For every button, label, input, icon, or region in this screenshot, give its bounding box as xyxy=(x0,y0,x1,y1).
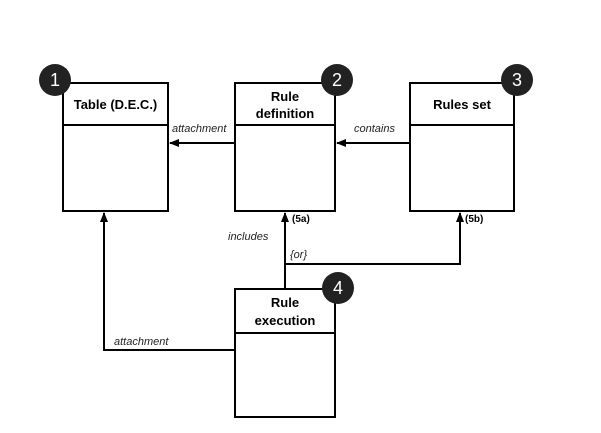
attachment-bottom-arrow xyxy=(100,212,235,351)
badge-3: 3 xyxy=(501,64,533,96)
badge-2: 2 xyxy=(321,64,353,96)
badge-1-number: 1 xyxy=(50,70,60,90)
badge-1-circle xyxy=(39,64,71,96)
badge-1: 1 xyxy=(39,64,71,96)
table-box: Table (D.E.C.) xyxy=(62,82,169,212)
tag-5a: (5a) xyxy=(292,214,310,225)
attachment-bottom-connector: attachment xyxy=(100,212,235,351)
table-box-frame xyxy=(62,82,169,212)
rule-execution-title-line1: Rule xyxy=(271,295,299,310)
rule-definition-title-line1: Rule xyxy=(271,89,299,104)
tag-5b: (5b) xyxy=(465,214,483,225)
or-label: {or} xyxy=(290,249,307,261)
rule-execution-title-line2: execution xyxy=(255,313,316,328)
rules-set-box: Rules set xyxy=(409,82,515,212)
rule-definition-box: Rule definition xyxy=(234,82,336,212)
badge-2-number: 2 xyxy=(332,70,342,90)
rules-set-box-frame xyxy=(409,82,515,212)
rule-definition-title-line2: definition xyxy=(256,106,315,121)
badge-4-number: 4 xyxy=(333,278,343,298)
attachment-bottom-label: attachment xyxy=(114,336,169,348)
rules-set-box-title: Rules set xyxy=(433,97,491,112)
contains-connector: contains xyxy=(336,123,410,147)
table-box-title: Table (D.E.C.) xyxy=(74,97,158,112)
badge-4: 4 xyxy=(322,272,354,304)
rule-execution-box-frame xyxy=(234,288,336,418)
badge-4-circle xyxy=(322,272,354,304)
rule-execution-box: Rule execution xyxy=(234,288,336,418)
badge-2-circle xyxy=(321,64,353,96)
badge-3-circle xyxy=(501,64,533,96)
includes-label: includes xyxy=(228,231,269,243)
badge-3-number: 3 xyxy=(512,70,522,90)
attachment-top-label: attachment xyxy=(172,123,227,135)
or-branch-arrow xyxy=(285,212,464,265)
contains-label: contains xyxy=(354,123,395,135)
includes-connector: includes (5a) xyxy=(228,212,310,289)
or-connector: {or} (5b) xyxy=(285,212,483,265)
rule-definition-box-frame xyxy=(234,82,336,212)
attachment-top-connector: attachment xyxy=(169,123,235,147)
